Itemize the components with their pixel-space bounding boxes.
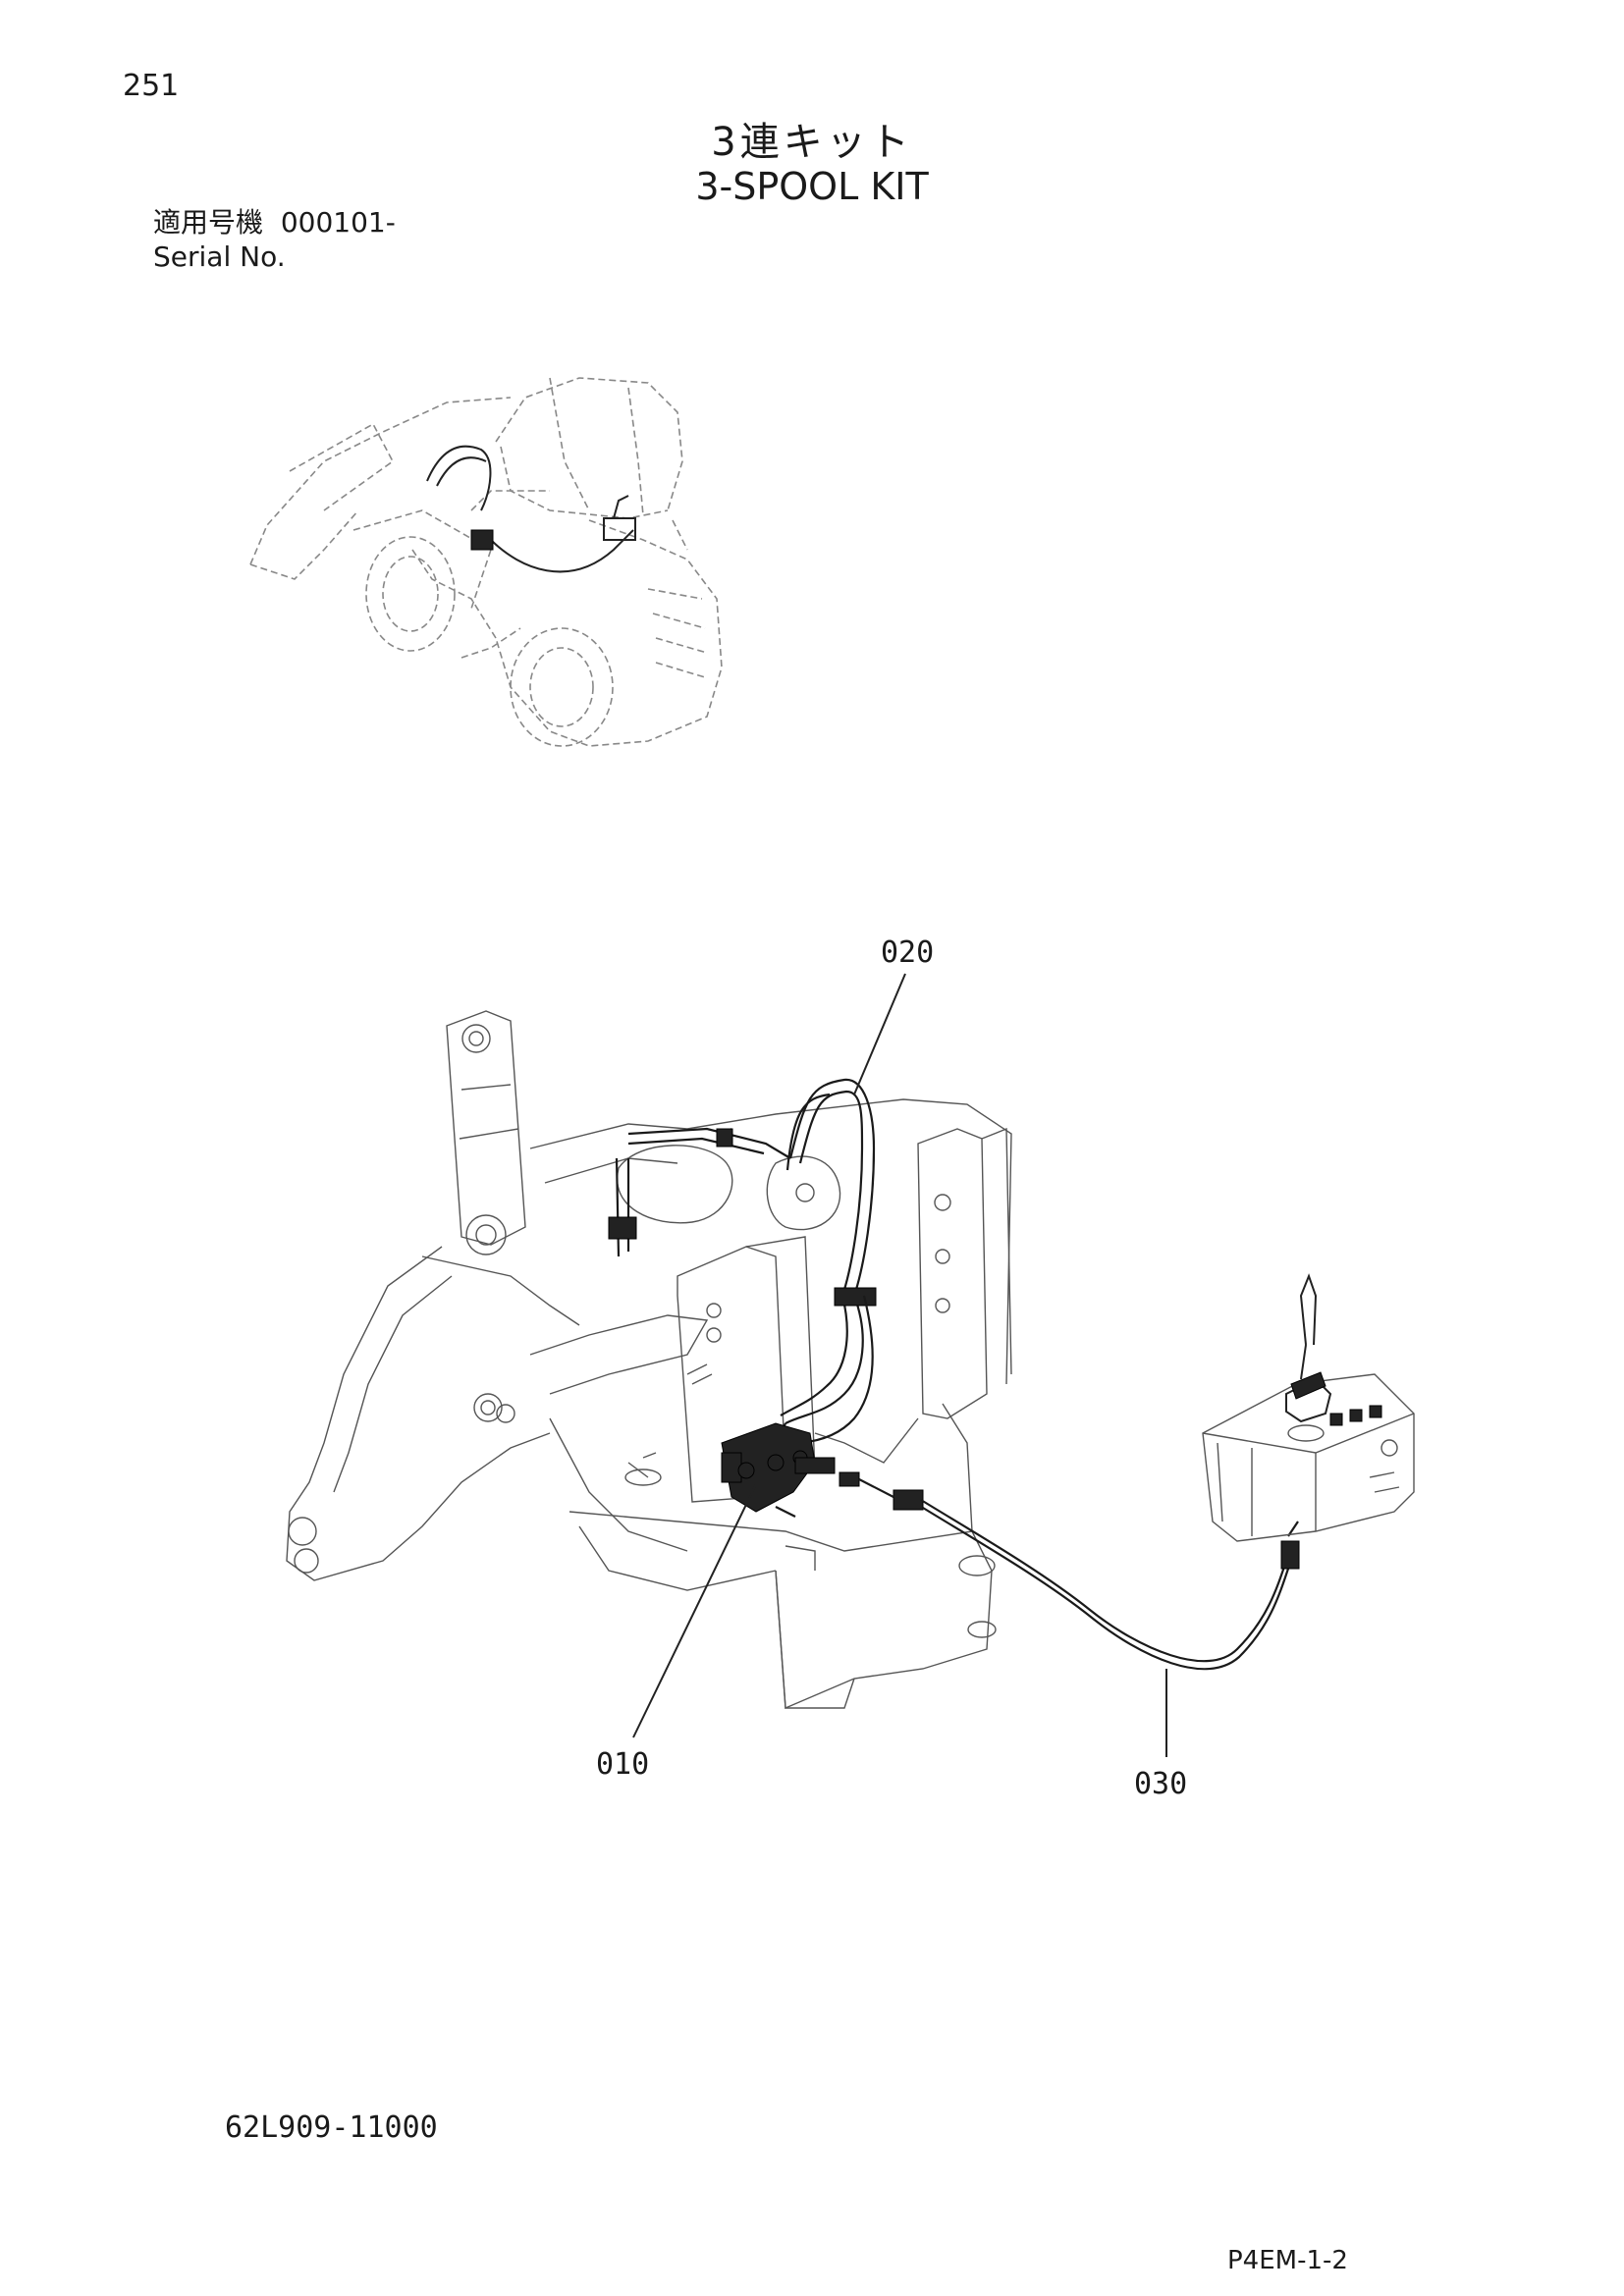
serial-label-japanese: 適用号機 000101- <box>153 201 396 240</box>
control-cable-030 <box>920 1499 1300 1671</box>
page-number: 251 <box>123 69 180 103</box>
serial-label-jp-text: 適用号機 <box>153 206 264 239</box>
control-valve-010 <box>721 1422 924 1518</box>
callout-label-010: 010 <box>596 1747 650 1782</box>
machine-overview-illustration <box>249 377 723 747</box>
callout-leader-lines <box>632 973 1167 1757</box>
lever-control-box <box>1202 1273 1415 1542</box>
leader-010 <box>632 1483 757 1738</box>
serial-number-value: 000101- <box>280 206 396 239</box>
leader-020 <box>853 973 906 1095</box>
hose-assembly-020 <box>608 1078 877 1454</box>
serial-label-english: Serial No. <box>153 240 286 273</box>
page-title-japanese: 3連キット <box>711 120 913 165</box>
loader-frame-illustration <box>286 1010 1012 1710</box>
callout-label-020: 020 <box>881 935 935 970</box>
sheet-code: P4EM-1-2 <box>1227 2246 1348 2275</box>
drawing-number: 62L909-11000 <box>225 2110 438 2145</box>
callout-label-030: 030 <box>1134 1767 1188 1801</box>
page-title-english: 3-SPOOL KIT <box>695 165 929 208</box>
